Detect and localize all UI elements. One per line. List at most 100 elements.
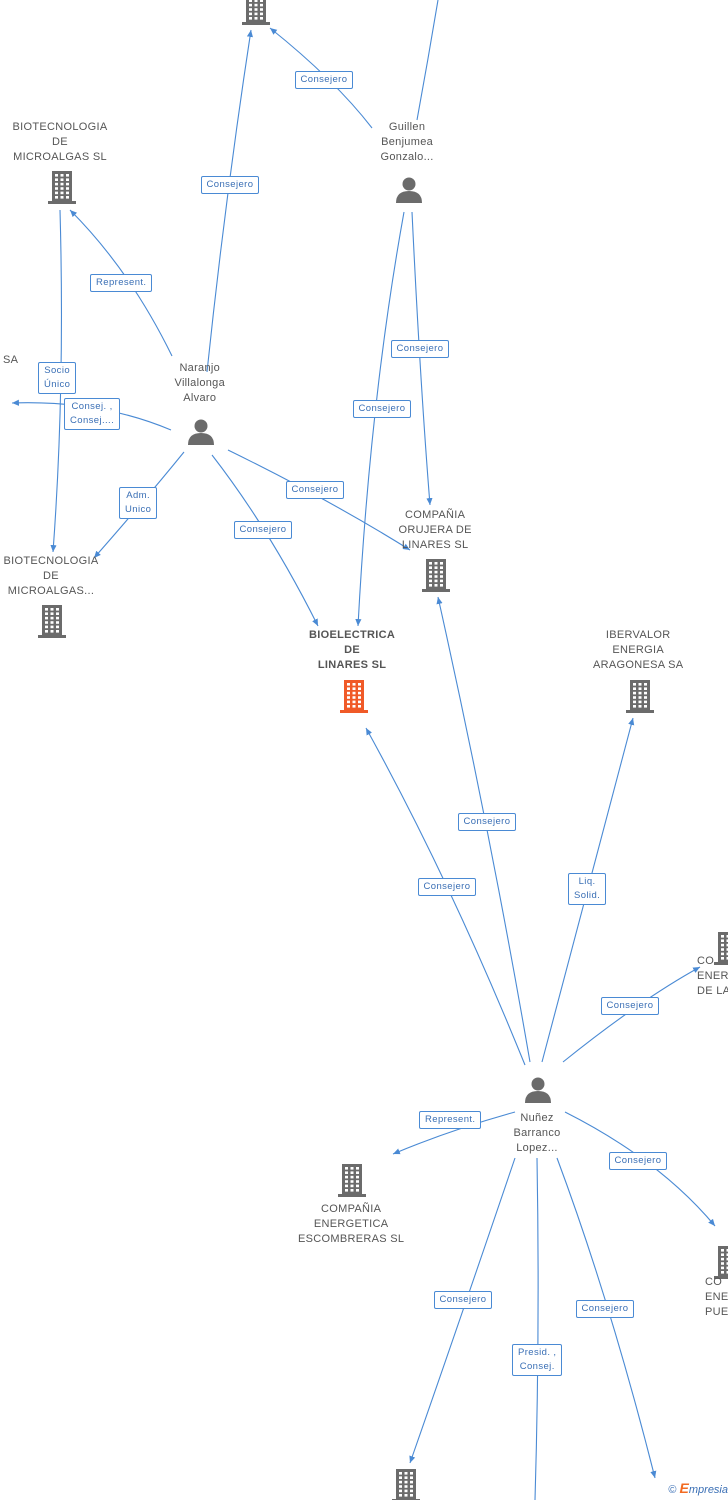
building-icon[interactable] (714, 932, 728, 965)
edge-guillen-to-orujera (411, 211, 433, 506)
brand-initial: E (679, 1480, 689, 1496)
edge-label-text: Consejero (439, 1294, 487, 1305)
edge-label-text: Presid. , (518, 1347, 557, 1358)
edge-label-naranjo-to-bld-top[interactable]: Consejero (200, 176, 260, 194)
node-label-line: COMPAÑIA (321, 1203, 382, 1215)
edge-label-naranjo-to-sa-left[interactable]: Consej. , Consej.... (64, 398, 121, 430)
edge-label-naranjo-to-orujera[interactable]: Consejero (285, 481, 345, 499)
edge-label-nunez-to-co-right2[interactable]: Consejero (608, 1152, 668, 1170)
edge-label-text: Consejero (463, 816, 511, 827)
node-label-line: MICROALGAS... (7, 585, 95, 597)
node-label-line: BIOTECNOLOGIA (3, 555, 99, 567)
node-label-line: ORUJERA DE (398, 524, 472, 536)
edge-label-naranjo-to-biotec2[interactable]: Adm.Unico (119, 487, 158, 519)
edge-label-text: Consejero (606, 1000, 654, 1011)
edge-label-guillen-to-bioelectrica[interactable]: Consejero (352, 400, 412, 418)
edge-label-text: Consejero (206, 179, 254, 190)
node-label-sa-left[interactable]: SA (3, 353, 18, 368)
edge-label-text: Unico (125, 504, 152, 515)
edge-label-text: Consejero (614, 1155, 662, 1166)
edge-label-text: Consejero (358, 403, 406, 414)
node-label-line: Alvaro (183, 392, 217, 404)
node-label-line: LINARES SL (317, 659, 387, 671)
building-icon[interactable] (338, 1164, 366, 1197)
edge-label-text: Represent. (96, 277, 147, 288)
edge-label-text: Consej. , (71, 401, 113, 412)
node-label-line: BIOTECNOLOGIA (12, 121, 108, 133)
node-label-orujera[interactable]: COMPAÑIA ORUJERA DE LINARES SL (399, 508, 472, 553)
edge-label-naranjo-to-biotec1[interactable]: Represent. (90, 274, 153, 292)
node-label-line: ENER (705, 1291, 728, 1303)
edge-nunez-to-offpage-bottom (534, 1157, 539, 1500)
building-icon[interactable] (626, 680, 654, 713)
edge-label-text: Consejero (423, 881, 471, 892)
node-label-escombreras[interactable]: COMPAÑIA ENERGETICA ESCOMBRERAS SL (298, 1202, 404, 1247)
edge-label-nunez-to-offpage-bottom[interactable]: Presid. , Consej. (512, 1344, 563, 1376)
person-icon[interactable] (188, 419, 214, 446)
node-label-line: DE LA (697, 985, 728, 997)
node-label-biotec2[interactable]: BIOTECNOLOGIA DE MICROALGAS... (4, 554, 99, 599)
edge-label-nunez-to-orujera[interactable]: Consejero (457, 813, 517, 831)
edge-label-nunez-to-bioelectrica[interactable]: Consejero (417, 878, 477, 896)
edge-label-text: Único (44, 379, 71, 390)
edge-naranjo-to-orujera (227, 449, 411, 551)
node-label-line: LINARES SL (401, 539, 469, 551)
building-icon[interactable] (38, 605, 66, 638)
edge-label-text: Consej. (519, 1361, 555, 1372)
person-icon[interactable] (525, 1077, 551, 1104)
empresia-watermark[interactable]: ©Empresia (668, 1480, 728, 1496)
building-icon[interactable] (340, 680, 368, 713)
edge-label-guillen-to-bld-top[interactable]: Consejero (294, 71, 354, 89)
node-label-line: PUEN (705, 1306, 728, 1318)
person-icon[interactable] (396, 177, 422, 204)
node-label-bioelectrica[interactable]: BIOELECTRICA DE LINARES SL (309, 628, 395, 673)
building-icon[interactable] (48, 171, 76, 204)
edge-label-nunez-to-escombreras[interactable]: Represent. (419, 1111, 482, 1129)
edge-label-text: Consej.... (70, 415, 115, 426)
edge-nunez-to-offpage-bottom-right (556, 1157, 657, 1479)
brand-name: mpresia (688, 1484, 728, 1496)
node-label-line: DE (52, 136, 68, 148)
node-label-line: BIOELECTRICA (309, 629, 396, 641)
node-label-line: ESCOMBRERAS SL (298, 1233, 405, 1245)
building-icon[interactable] (422, 559, 450, 592)
edge-label-naranjo-to-bioelectrica[interactable]: Consejero (233, 521, 293, 539)
node-label-line: ARAGONESA SA (593, 659, 684, 671)
building-icon[interactable] (392, 1469, 420, 1500)
node-label-co-right2[interactable]: CO ENER PUEN (705, 1275, 728, 1320)
edge-label-nunez-to-co-right1[interactable]: Consejero (600, 997, 660, 1015)
node-label-line: COMPAÑIA (405, 509, 466, 521)
edge-nunez-to-escombreras (392, 1111, 516, 1155)
node-label-line: Guillen (388, 121, 426, 133)
node-label-line: Naranjo (179, 362, 221, 374)
node-label-line: Villalonga (174, 377, 226, 389)
edge-nunez-to-bioelectrica (365, 727, 526, 1066)
edge-label-guillen-to-orujera[interactable]: Consejero (390, 340, 450, 358)
node-label-line: ENERGETICA (313, 1218, 389, 1230)
edge-label-nunez-to-bld-bottom[interactable]: Consejero (433, 1291, 493, 1309)
edge-label-text: Consejero (239, 524, 287, 535)
edge-label-text: Socio (44, 365, 71, 376)
node-label-line: MICROALGAS SL (13, 151, 107, 163)
node-label-line: Barranco (513, 1127, 561, 1139)
node-label-line: DE (344, 644, 360, 656)
copyright-symbol: © (668, 1484, 677, 1496)
edge-guillen-to-bioelectrica (355, 211, 405, 627)
edge-label-nunez-to-ibervalor[interactable]: Liq. Solid. (568, 873, 607, 905)
edge-label-nunez-to-offpage-bottom-right[interactable]: Consejero (575, 1300, 635, 1318)
building-icon[interactable] (714, 1246, 728, 1279)
node-label-line: CO (705, 1276, 723, 1288)
edge-label-text: Consejero (300, 74, 348, 85)
node-label-line: DE (43, 570, 59, 582)
edge-label-text: Liq. (578, 876, 596, 887)
node-label-biotec1[interactable]: BIOTECNOLOGIA DE MICROALGAS SL (13, 120, 108, 165)
edge-label-text: Solid. (574, 890, 601, 901)
edge-label-text: Consejero (396, 343, 444, 354)
building-icon[interactable] (242, 0, 270, 25)
